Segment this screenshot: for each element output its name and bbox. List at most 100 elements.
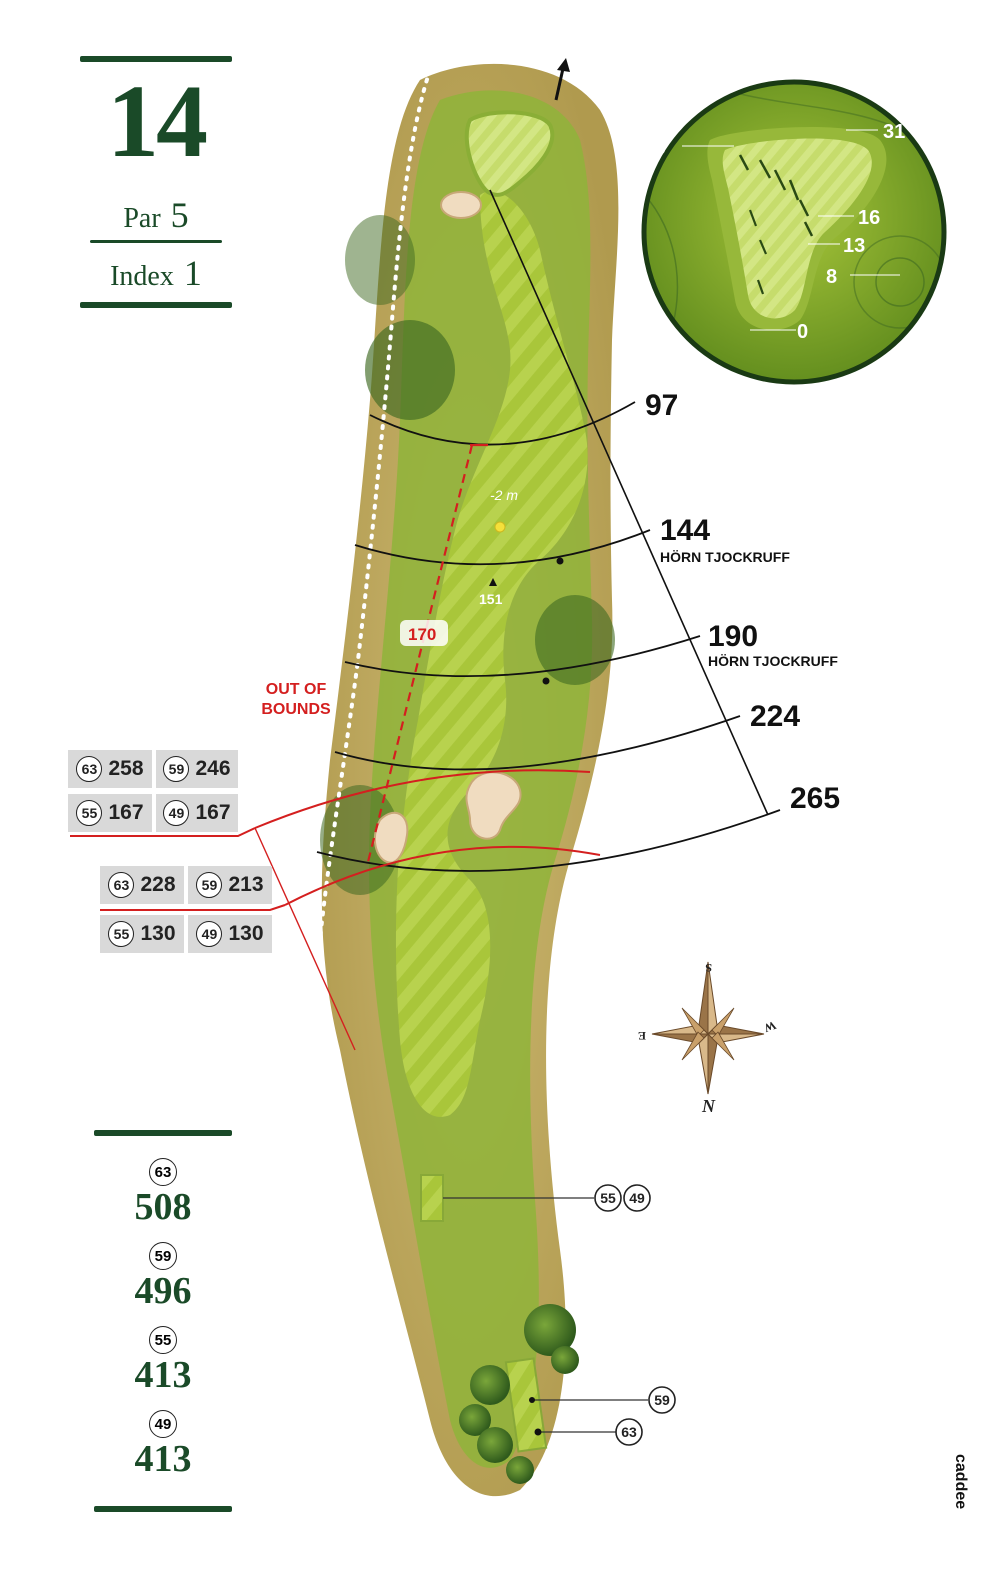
tree-cluster xyxy=(345,215,415,305)
hazard-distance: 246 xyxy=(195,757,231,780)
svg-text:49: 49 xyxy=(629,1190,645,1206)
tee-badge: 59 xyxy=(149,1242,177,1270)
header-middle-rule xyxy=(90,240,222,243)
total-tee-63: 63 508 xyxy=(94,1158,232,1226)
caddee-logo: caddee xyxy=(952,1454,969,1509)
elevation-label: -2 m xyxy=(490,487,518,503)
target-point xyxy=(494,521,506,533)
distance-label: 190 xyxy=(708,620,758,653)
red-leader-1 xyxy=(70,827,256,837)
out-of-bounds-label: OUT OF BOUNDS xyxy=(236,680,356,720)
arc-224 xyxy=(334,715,741,771)
red-carry-label: 170 xyxy=(408,625,436,644)
tree xyxy=(470,1365,510,1405)
header-bottom-rule xyxy=(80,302,232,308)
hole-length: 508 xyxy=(134,1186,192,1228)
tee-badge: 63 xyxy=(108,872,135,898)
marker-151-label: 151 xyxy=(479,591,503,607)
tee-badge: 55 xyxy=(149,1326,177,1354)
hazard-distance: 130 xyxy=(140,922,176,945)
green xyxy=(464,110,555,197)
tree xyxy=(477,1427,513,1463)
tee-dot xyxy=(534,1428,542,1436)
compass-rose-icon: N S E W xyxy=(638,961,778,1116)
tee-badge: 55 xyxy=(76,800,103,826)
par-line: Par 5 xyxy=(80,194,232,236)
direction-arrow-icon xyxy=(554,58,570,101)
tee-badge: 49 xyxy=(149,1410,177,1438)
hole-lengths: 63 508 59 496 55 413 49 413 xyxy=(94,1130,232,1514)
svg-text:59: 59 xyxy=(654,1392,670,1408)
compass-w: W xyxy=(762,1018,778,1035)
arc-dot-144 xyxy=(556,557,564,565)
slope-label: 8 xyxy=(826,266,837,288)
distance-note: HÖRN TJOCKRUFF xyxy=(660,549,790,565)
par-value: 5 xyxy=(170,195,189,235)
oob-dotted-line xyxy=(318,68,432,942)
hole-number: 14 xyxy=(107,64,208,179)
brand-text: caddee xyxy=(952,1454,969,1509)
slope-label: 31 xyxy=(883,121,905,143)
distance-label: 97 xyxy=(645,389,678,422)
tree xyxy=(506,1456,534,1484)
red-carry-line xyxy=(366,444,474,863)
par-label: Par xyxy=(123,203,161,234)
bunker xyxy=(440,191,482,219)
bunker xyxy=(465,771,522,840)
fairway xyxy=(395,191,588,1117)
tee-badge: 55 xyxy=(108,921,135,947)
tee-badge: 49 xyxy=(163,800,190,826)
slope-label: 0 xyxy=(797,321,808,343)
hole-length: 413 xyxy=(134,1354,192,1396)
distance-label: 265 xyxy=(790,782,840,815)
totals-top-rule xyxy=(94,1130,232,1136)
tee-badge-forward: 55 49 xyxy=(594,1184,651,1212)
red-leader-2 xyxy=(100,904,286,911)
tee-dot xyxy=(529,1397,535,1403)
index-value: 1 xyxy=(183,253,202,293)
tee-badge-63: 63 xyxy=(615,1418,643,1446)
tee-badge: 49 xyxy=(196,921,223,947)
green-detail: 30 31 16 13 8 0 xyxy=(641,79,947,385)
tree-cluster xyxy=(365,320,455,420)
tree xyxy=(524,1304,576,1356)
total-tee-55: 55 413 xyxy=(94,1326,232,1394)
slope-label: 30 xyxy=(644,137,666,159)
arc-265 xyxy=(316,809,781,872)
bunker xyxy=(373,811,409,864)
hazard-distance: 167 xyxy=(108,801,144,824)
hazard-distance: 228 xyxy=(140,873,176,896)
distance-label: 224 xyxy=(750,700,800,733)
compass-n: N xyxy=(701,1096,716,1116)
slope-label: 13 xyxy=(843,235,865,257)
red-arc-1 xyxy=(254,769,591,829)
total-tee-59: 59 496 xyxy=(94,1242,232,1310)
flag-line xyxy=(489,189,769,816)
arc-97 xyxy=(369,401,636,446)
tree xyxy=(551,1346,579,1374)
hazard-distance: 167 xyxy=(195,801,231,824)
distance-note: HÖRN TJOCKRUFF xyxy=(708,653,838,669)
hole-length: 413 xyxy=(134,1438,192,1480)
distance-label: 144 xyxy=(660,514,710,547)
arc-190 xyxy=(344,635,701,678)
compass-s: S xyxy=(705,961,712,975)
red-tee-line xyxy=(254,827,356,1051)
red-arc-2 xyxy=(284,845,601,906)
svg-text:63: 63 xyxy=(621,1424,637,1440)
slope-label: 16 xyxy=(858,207,880,229)
red-carry-badge xyxy=(400,620,448,646)
tree xyxy=(459,1404,491,1436)
hazard-distance: 213 xyxy=(228,873,264,896)
total-tee-49: 49 413 xyxy=(94,1410,232,1478)
compass-e: E xyxy=(638,1029,646,1043)
tee-badge-59: 59 xyxy=(648,1386,676,1414)
